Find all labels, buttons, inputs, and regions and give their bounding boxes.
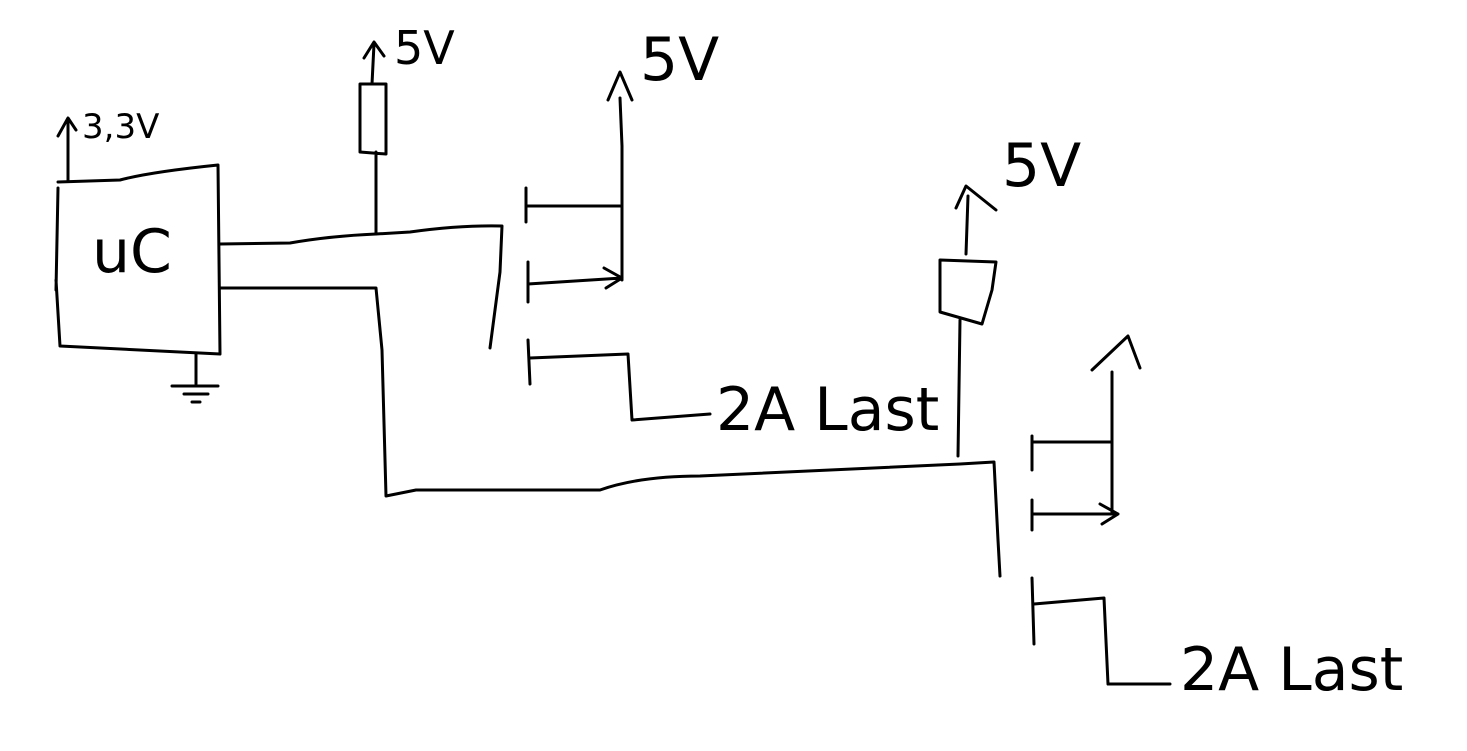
supply-3v3: 3,3V	[56, 107, 159, 182]
pullup-resistor-2: 5V	[938, 131, 1081, 458]
supply-pullup-label: 5V	[394, 21, 455, 75]
mosfet-1: 5V 2A Last	[524, 25, 939, 445]
gate-wire-2	[218, 286, 1002, 578]
load-2-label: 2A Last	[1180, 635, 1403, 705]
pullup-resistor: 5V	[358, 21, 455, 236]
mosfet-2: 2A Last	[1030, 334, 1403, 705]
load-1-label: 2A Last	[716, 375, 939, 445]
microcontroller-label: uC	[92, 217, 172, 287]
microcontroller: uC	[54, 163, 222, 356]
supply-3v3-label: 3,3V	[82, 107, 159, 147]
supply-mosfet1-label: 5V	[640, 25, 719, 95]
gate-wire-1	[218, 224, 504, 350]
ground-symbol	[170, 352, 220, 404]
supply-mosfet2-label: 5V	[1002, 131, 1081, 201]
